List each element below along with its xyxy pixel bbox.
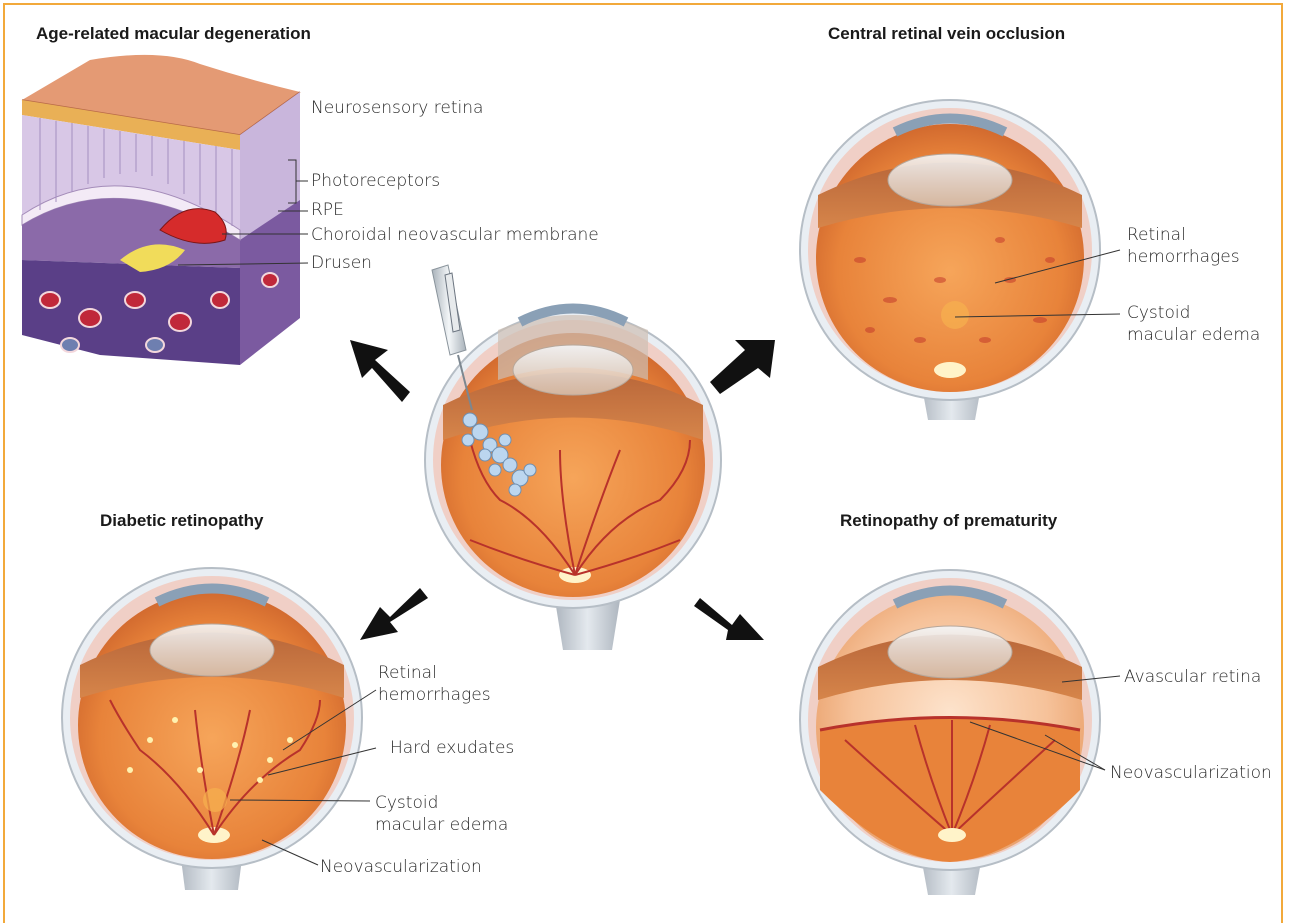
rop-label-neovascularization: Neovascularization <box>1110 762 1272 784</box>
amd-title: Age-related macular degeneration <box>36 24 311 44</box>
amd-label-photoreceptors: Photoreceptors <box>311 170 440 192</box>
amd-tissue-block <box>22 55 300 365</box>
crvo-label-edema-line1: Cystoid <box>1127 302 1190 324</box>
rop-eye <box>800 570 1100 895</box>
dr-label-edema-line2: macular edema <box>375 814 508 836</box>
arrow-to-rop <box>694 598 764 640</box>
center-eye <box>425 309 721 651</box>
rop-title: Retinopathy of prematurity <box>840 511 1057 531</box>
dr-label-hemorrhages-line1: Retinal <box>378 662 437 684</box>
dr-eye <box>62 568 362 890</box>
dr-title: Diabetic retinopathy <box>100 511 263 531</box>
dr-label-edema-line1: Cystoid <box>375 792 438 814</box>
dr-label-hard-exudates: Hard exudates <box>390 737 514 759</box>
crvo-label-hemorrhages-line2: hemorrhages <box>1127 246 1240 268</box>
amd-label-neurosensory-retina: Neurosensory retina <box>311 97 483 119</box>
arrow-to-crvo <box>710 340 775 394</box>
amd-label-choroidal-membrane: Choroidal neovascular membrane <box>311 224 599 246</box>
arrow-to-amd <box>350 340 410 402</box>
crvo-title: Central retinal vein occlusion <box>828 24 1065 44</box>
dr-label-hemorrhages-line2: hemorrhages <box>378 684 491 706</box>
crvo-label-edema-line2: macular edema <box>1127 324 1260 346</box>
amd-label-drusen: Drusen <box>311 252 372 274</box>
crvo-eye <box>800 100 1100 420</box>
crvo-label-hemorrhages-line1: Retinal <box>1127 224 1186 246</box>
arrow-to-dr <box>360 588 428 640</box>
dr-label-neovascularization: Neovascularization <box>320 856 482 878</box>
amd-label-rpe: RPE <box>311 199 344 221</box>
rop-label-avascular-retina: Avascular retina <box>1124 666 1261 688</box>
